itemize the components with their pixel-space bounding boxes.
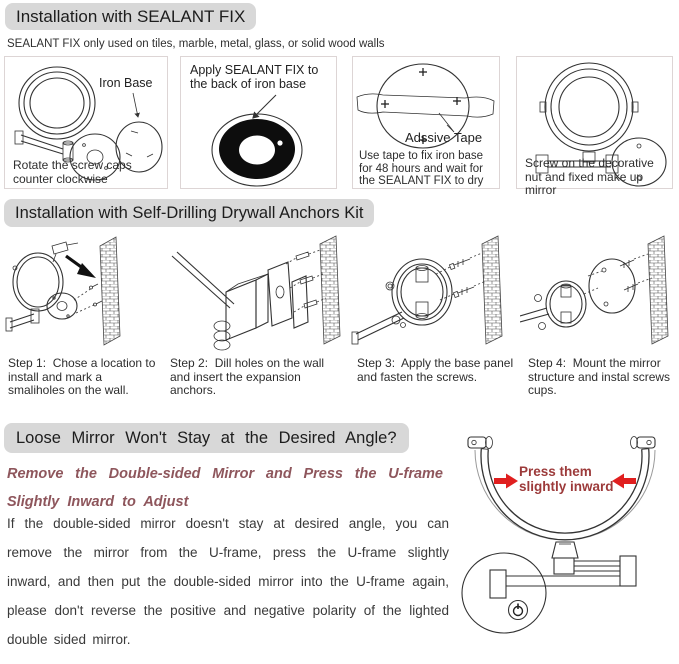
step-3-caption: Step 3: Apply the base panel and fasten … xyxy=(357,356,517,384)
sealant-subtitle: SEALANT FIX only used on tiles, marble, … xyxy=(7,38,385,50)
uframe-left-knob xyxy=(467,436,493,449)
uframe-illustration xyxy=(461,436,656,634)
sealant-panel-4-illustration xyxy=(535,62,667,187)
adhesive-tape-label: Adssive Tape xyxy=(405,130,483,145)
iron-base-pointer-arrow-icon xyxy=(132,92,140,118)
step-4-illustration xyxy=(520,235,669,345)
step-3-illustration xyxy=(351,235,503,345)
press-inward-annotation: Press them slightly inward xyxy=(519,464,614,494)
step-2-caption: Step 2: Dill holes on the wall and inser… xyxy=(170,356,328,397)
section-title-loose-mirror: Loose Mirror Won't Stay at the Desired A… xyxy=(4,423,409,453)
step-1-illustration xyxy=(5,236,121,346)
sealant-panel-1: Iron Base Rotate the screw caps counter … xyxy=(4,56,168,189)
sealant-panel-2-illustration xyxy=(211,94,303,187)
wall-base-power-icon xyxy=(507,599,529,621)
panel-1-caption: Rotate the screw caps counter clockwise xyxy=(13,158,132,186)
section-title-sealant: Installation with SEALANT FIX xyxy=(5,3,257,30)
step-4-caption: Step 4: Mount the mirror structure and i… xyxy=(528,356,674,397)
sealant-panel-3: Adssive Tape Use tape to fix iron base f… xyxy=(352,56,500,189)
press-inward-red-arrow-left-icon xyxy=(612,473,636,489)
panel-3-caption: Use tape to fix iron base for 48 hours a… xyxy=(359,150,484,187)
step-2-illustration xyxy=(171,235,341,351)
sealant-panel-3-illustration xyxy=(356,63,495,149)
sealant-panel-1-illustration xyxy=(14,66,163,181)
iron-base-label: Iron Base xyxy=(99,76,153,90)
drill-direction-black-arrow-icon xyxy=(65,254,96,278)
sealant-panel-2: Apply SEALANT FIX to the back of iron ba… xyxy=(180,56,337,189)
adjust-subtitle: Remove the Double-sided Mirror and Press… xyxy=(7,466,443,510)
press-inward-red-arrow-right-icon xyxy=(494,473,518,489)
tape-pointer-arrow-icon xyxy=(438,112,455,133)
uframe-right-knob xyxy=(630,436,656,449)
adjust-body-text: If the double-sided mirror doesn't stay … xyxy=(7,516,449,647)
step-1-caption: Step 1: Chose a location to install and … xyxy=(8,356,159,397)
section-title-anchors: Installation with Self-Drilling Drywall … xyxy=(4,199,375,227)
sealant-apply-label: Apply SEALANT FIX to the back of iron ba… xyxy=(190,63,319,91)
panel-4-caption: Screw on the decorative nut and fixed ma… xyxy=(525,156,654,197)
sealant-panel-4: Screw on the decorative nut and fixed ma… xyxy=(516,56,673,197)
